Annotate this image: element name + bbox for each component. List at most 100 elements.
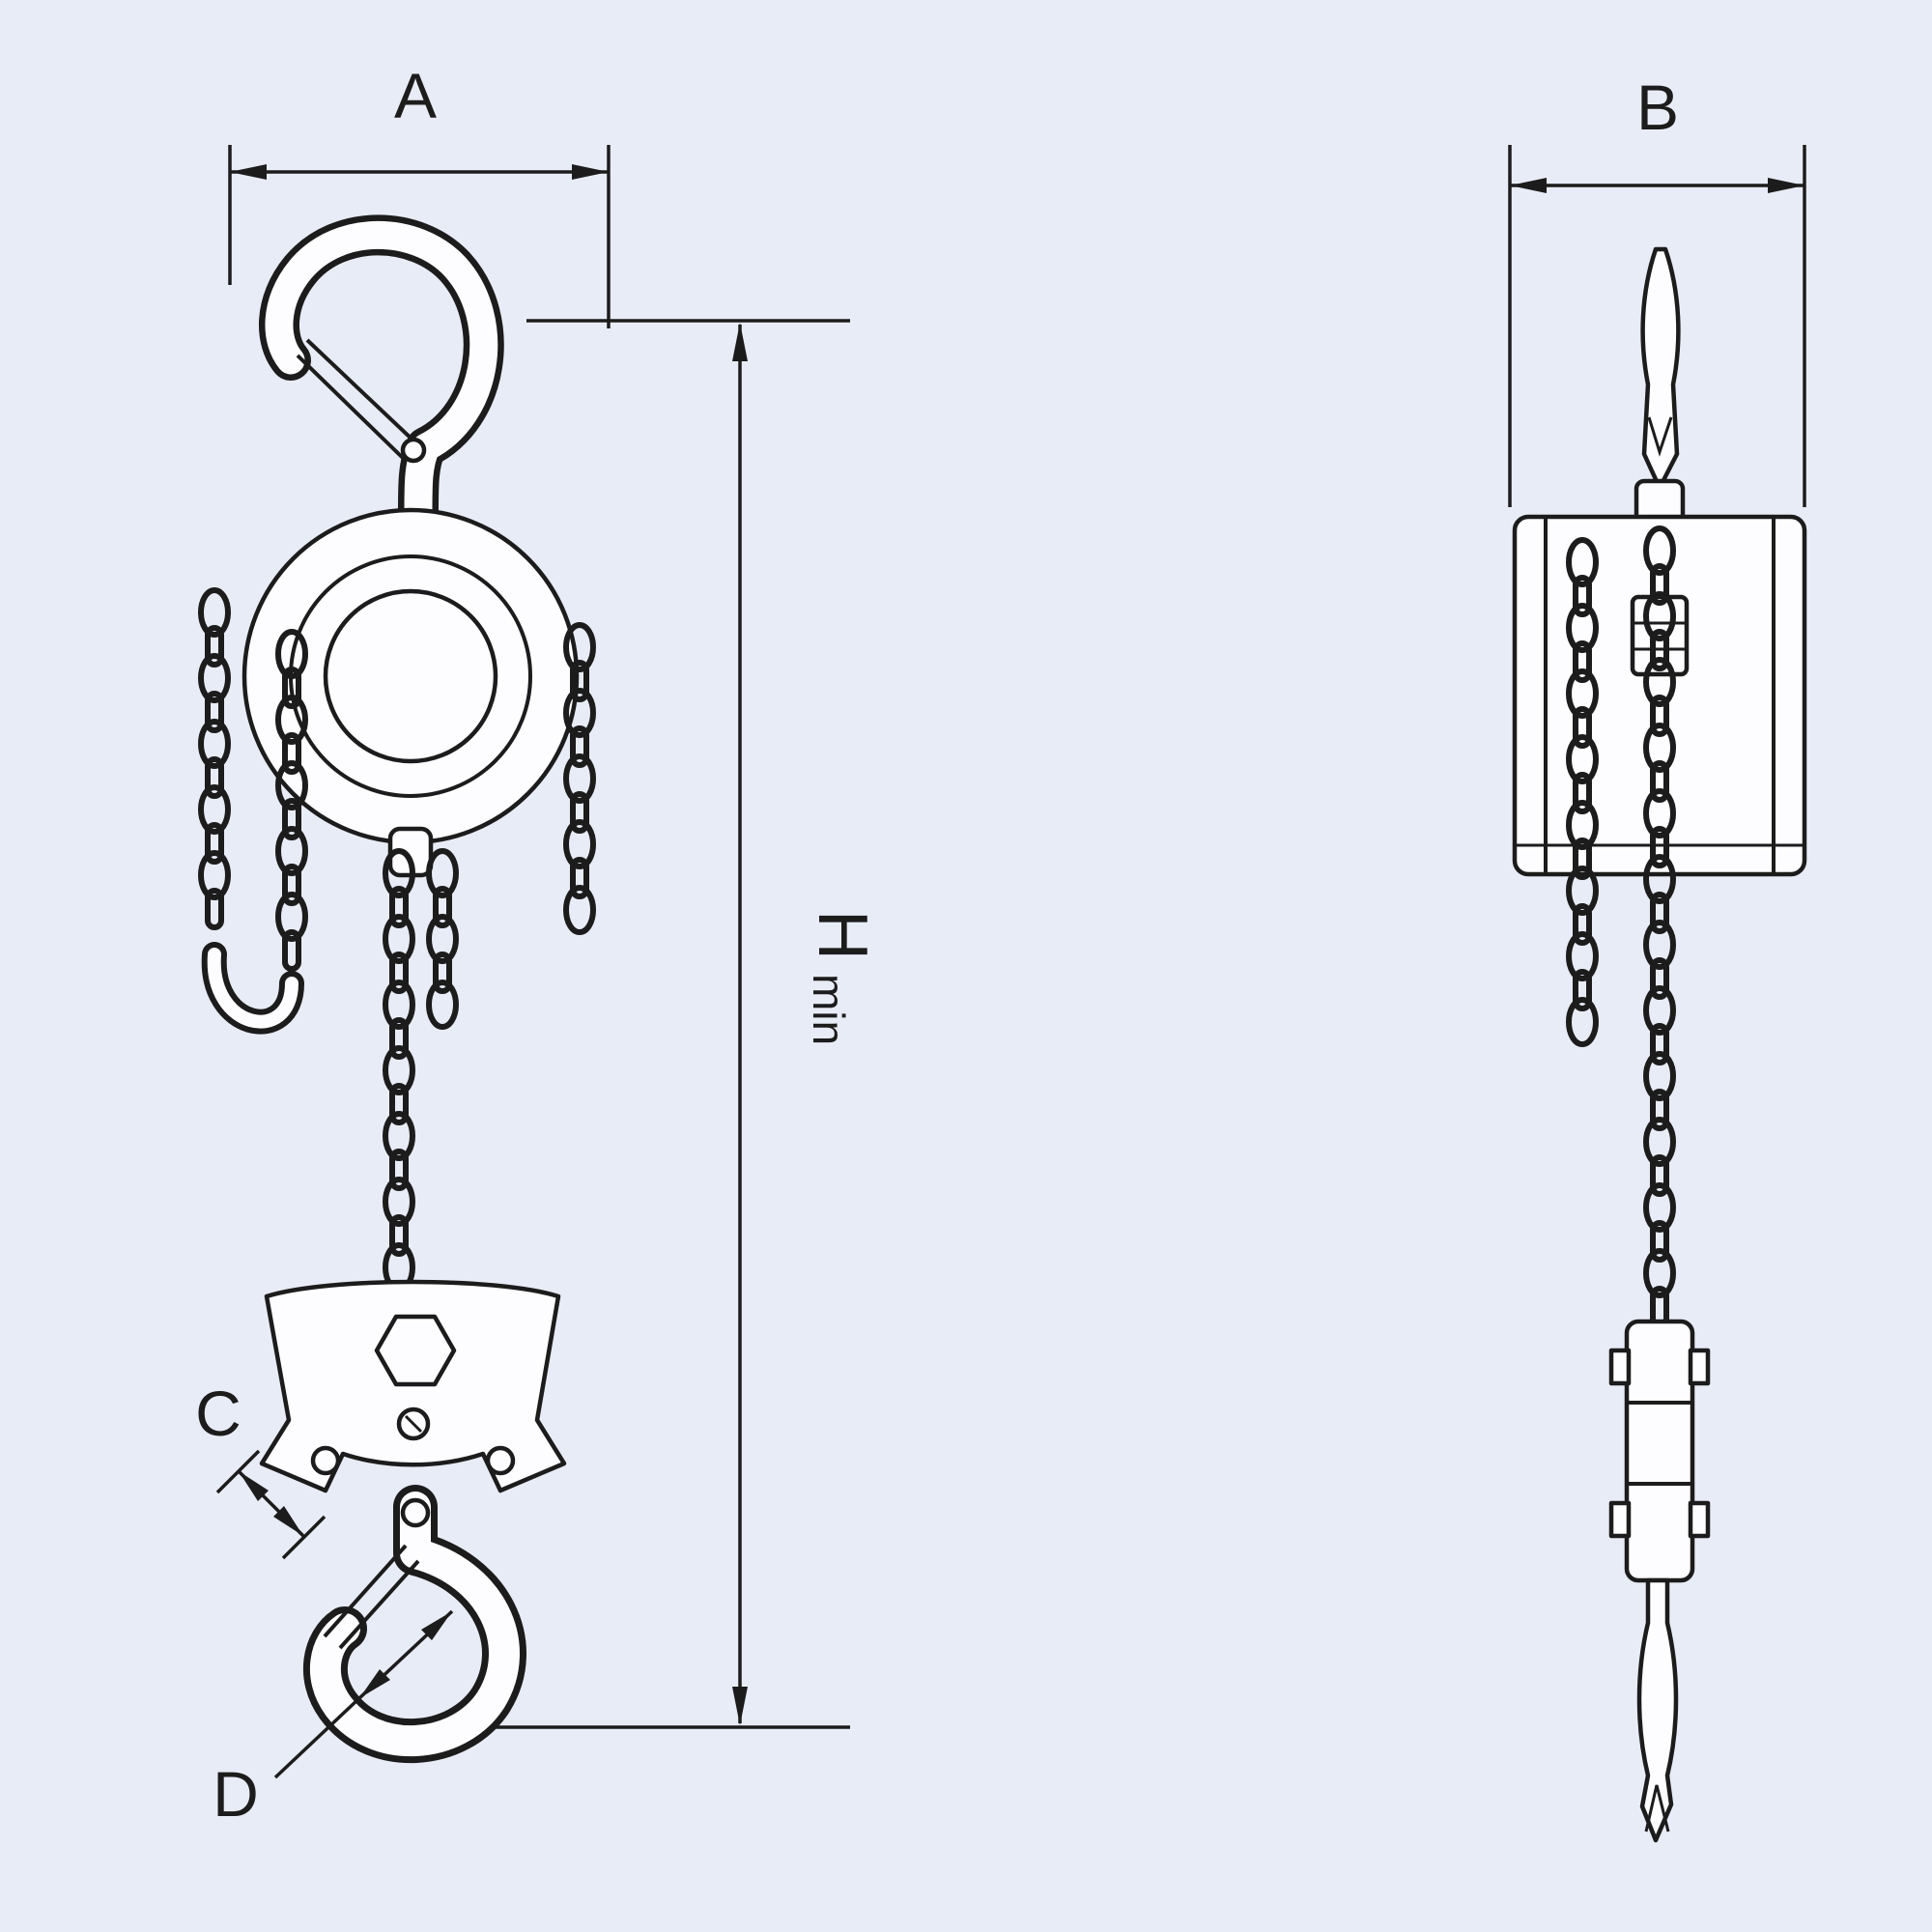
chain-link xyxy=(282,798,301,840)
hand-chain-loop-fill xyxy=(207,948,298,1029)
chain-link xyxy=(1650,957,1669,1000)
top-hook-latch-pivot xyxy=(400,437,427,464)
chain-link xyxy=(1643,1117,1676,1167)
chain-link xyxy=(1643,723,1676,773)
chain-link xyxy=(1573,838,1592,880)
chain-link xyxy=(1650,695,1669,737)
dimension-a: A xyxy=(228,60,611,328)
side-view: B xyxy=(1508,71,1807,1843)
block-bolt-right xyxy=(485,1445,516,1476)
chain-link xyxy=(389,1017,409,1060)
chain-link xyxy=(275,760,308,810)
top-hook-latch-upper xyxy=(305,338,417,444)
label-h-suffix: min xyxy=(804,974,854,1045)
side-block-tab-bottom-left xyxy=(1608,1500,1632,1539)
chain-link xyxy=(1573,969,1592,1011)
chain-link xyxy=(1650,563,1669,606)
chain-link xyxy=(275,892,308,942)
bottom-hook-block xyxy=(259,1279,567,1493)
chain-link xyxy=(1650,1023,1669,1065)
chain-link xyxy=(1650,1089,1669,1131)
bottom-hook-body-fill xyxy=(309,1492,520,1757)
dimension-b: B xyxy=(1508,71,1806,507)
c-tick-lower xyxy=(281,1515,327,1560)
chain-link xyxy=(563,885,596,935)
b-arrowhead-left xyxy=(1510,178,1547,193)
top-hook-latch-lower xyxy=(296,354,406,461)
chain-link xyxy=(198,850,231,900)
chain-link xyxy=(389,952,409,994)
chain-link xyxy=(205,756,224,799)
a-arrowhead-right xyxy=(572,164,609,180)
chain-link xyxy=(1573,706,1592,749)
hand-wheel-housing xyxy=(242,507,580,878)
label-b: B xyxy=(1636,71,1679,143)
c-arrowhead-lower xyxy=(273,1506,303,1536)
front-view: Hmin A xyxy=(195,60,881,1830)
side-block-tab-bottom-right xyxy=(1688,1500,1711,1539)
chain-link xyxy=(1573,903,1592,946)
side-top-hook xyxy=(1640,246,1681,491)
chain-link xyxy=(1643,788,1676,838)
chain-link xyxy=(570,725,589,768)
chain-link xyxy=(1643,591,1676,641)
chain-link xyxy=(389,1149,409,1191)
chain-link xyxy=(1643,657,1676,707)
chain-link xyxy=(426,914,459,964)
chain-link xyxy=(282,864,301,906)
dimension-d: D xyxy=(213,1609,454,1830)
chain-link xyxy=(1566,734,1599,784)
hand-chain-right-strand xyxy=(275,629,308,972)
chain-link xyxy=(563,753,596,804)
chain-link xyxy=(198,587,231,638)
chain-link xyxy=(1643,1051,1676,1101)
chain-link xyxy=(205,625,224,668)
chain-link xyxy=(426,848,459,898)
chain-link xyxy=(205,691,224,733)
load-chain-main-strand xyxy=(383,848,415,1293)
chain-link xyxy=(1643,854,1676,904)
chain-link xyxy=(198,784,231,835)
top-hook-body-fill xyxy=(265,221,498,544)
chain-link xyxy=(563,622,596,672)
chain-link xyxy=(1573,772,1592,814)
chain-link xyxy=(275,695,308,745)
chain-link xyxy=(433,886,452,928)
chain-link xyxy=(563,688,596,738)
d-arrowhead-upper xyxy=(421,1611,452,1640)
chain-link xyxy=(1566,997,1599,1047)
chain-link xyxy=(1643,1182,1676,1233)
chain-link xyxy=(1650,629,1669,671)
chain-link xyxy=(1650,760,1669,803)
chain-link xyxy=(282,732,301,775)
chain-link xyxy=(426,980,459,1030)
chain-link xyxy=(1573,640,1592,683)
chain-link xyxy=(1566,603,1599,653)
hand-chain-left-strand xyxy=(198,587,231,930)
block-screw-slot xyxy=(404,1414,423,1434)
chain-link xyxy=(275,826,308,876)
chain-link xyxy=(1566,537,1599,587)
side-block-body xyxy=(1624,1319,1695,1583)
chain-link xyxy=(1566,866,1599,916)
c-arrowhead-upper xyxy=(239,1471,269,1501)
chain-link xyxy=(383,1045,415,1095)
bottom-hook xyxy=(302,1485,526,1764)
chain-link xyxy=(389,886,409,928)
chain-link xyxy=(1650,1220,1669,1263)
chain-link xyxy=(563,819,596,869)
chain-link xyxy=(1643,920,1676,970)
chain-link xyxy=(1566,800,1599,850)
chain-link xyxy=(1650,1154,1669,1197)
d-leader-line xyxy=(273,1696,361,1779)
chain-link xyxy=(205,888,224,930)
side-bottom-hook-blade xyxy=(1636,1577,1679,1843)
chain-link xyxy=(389,1214,409,1257)
chain-link xyxy=(570,857,589,899)
b-arrowhead-right xyxy=(1768,178,1804,193)
side-bottom-hook xyxy=(1636,1577,1679,1843)
chain-link xyxy=(1650,892,1669,934)
side-hand-chain-strand xyxy=(1566,537,1599,1047)
label-h: H xyxy=(804,910,881,960)
chain-link xyxy=(383,1111,415,1161)
